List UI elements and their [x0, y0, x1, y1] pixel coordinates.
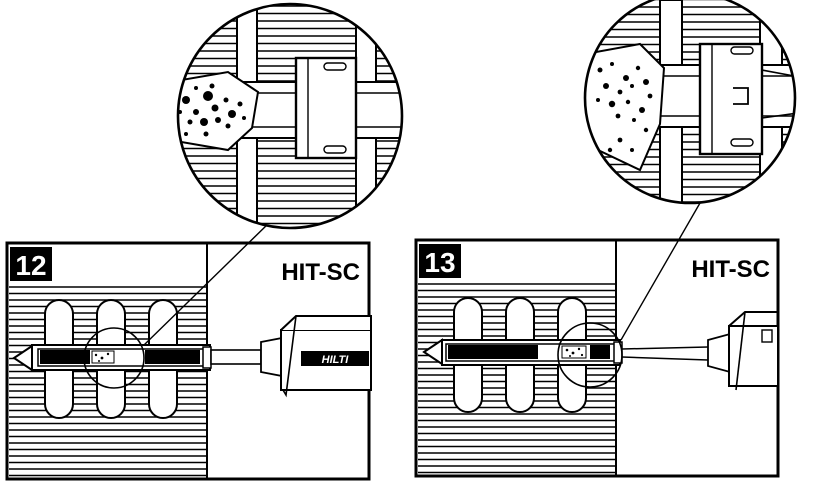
mortar-particle: [647, 93, 653, 99]
zoom-leader-13: [620, 202, 701, 341]
mortar-particle: [200, 118, 208, 126]
zoom-marker-12: [83, 327, 145, 389]
panel-13-substrate: [418, 240, 623, 476]
sleeve-rear-section: [145, 350, 200, 364]
mortar-particle: [597, 67, 603, 73]
mortar-particle: [630, 148, 634, 152]
step-number-13: 13: [424, 247, 455, 278]
mortar-particle: [632, 118, 636, 122]
mortar-particle: [194, 86, 198, 90]
sleeve-rear-section: [590, 345, 610, 359]
nozzle-brand-band: [301, 351, 369, 366]
zoom-leader-12: [143, 221, 271, 346]
mortar-particle: [623, 75, 629, 81]
sleeve-cap-detail: [294, 56, 358, 160]
sleeve-cap: [202, 346, 212, 369]
mortar-particle: [193, 109, 199, 115]
mortar-particle: [228, 110, 236, 118]
mortar-particle: [237, 101, 243, 107]
mortar-particle: [223, 97, 229, 103]
hole-tip: [12, 344, 33, 372]
mortar-particle: [209, 83, 215, 89]
mortar-particle: [643, 79, 649, 85]
mortar-particle: [625, 99, 631, 105]
mortar-particle: [203, 91, 213, 101]
product-label-13: HIT-SC: [691, 256, 770, 283]
panel-12: HILTI 12 HIT-SC: [5, 221, 372, 481]
mortar-particle: [608, 100, 616, 108]
zoom-marker-13: [557, 322, 623, 388]
mortar-particle: [184, 132, 188, 136]
mortar-fill-13: [561, 345, 587, 359]
sleeve-filled-section: [448, 345, 538, 359]
mortar-particle: [596, 98, 600, 102]
sleeve-cap-detail: [698, 42, 764, 156]
mortar-particle: [211, 104, 219, 112]
panel-13: 13 HIT-SC: [414, 202, 780, 478]
mortar-particle: [617, 137, 623, 143]
dispenser-nozzle-13: [621, 311, 779, 391]
mortar-particle: [635, 65, 641, 71]
detail-magnifier-13: [583, 0, 797, 205]
mortar-particle: [225, 123, 231, 129]
nozzle-brand: HILTI: [322, 354, 350, 366]
mortar-particle: [242, 116, 246, 120]
mortar-particle: [187, 119, 193, 125]
mortar-particle: [615, 113, 621, 119]
mortar-particle: [617, 89, 623, 95]
mortar-particle: [630, 84, 634, 88]
mortar-particle: [603, 83, 609, 89]
mortar-particle: [215, 117, 221, 123]
product-label-12: HIT-SC: [281, 259, 360, 286]
detail-magnifier-12: [176, 2, 404, 230]
mortar-particle: [203, 131, 209, 137]
sleeve-filled-section: [40, 350, 90, 364]
step-number-12: 12: [15, 250, 46, 281]
mortar-particle: [607, 147, 613, 153]
mortar-particle: [182, 96, 190, 104]
hole-tip: [422, 338, 443, 366]
mortar-particle: [643, 127, 649, 133]
mortar-particle: [610, 62, 614, 66]
mortar-particle: [639, 107, 645, 113]
mortar-fill-12: [91, 350, 115, 364]
dispenser-nozzle-12: HILTI: [210, 315, 372, 398]
step-badge-13: [419, 244, 461, 278]
step-badge-12: [10, 247, 52, 281]
